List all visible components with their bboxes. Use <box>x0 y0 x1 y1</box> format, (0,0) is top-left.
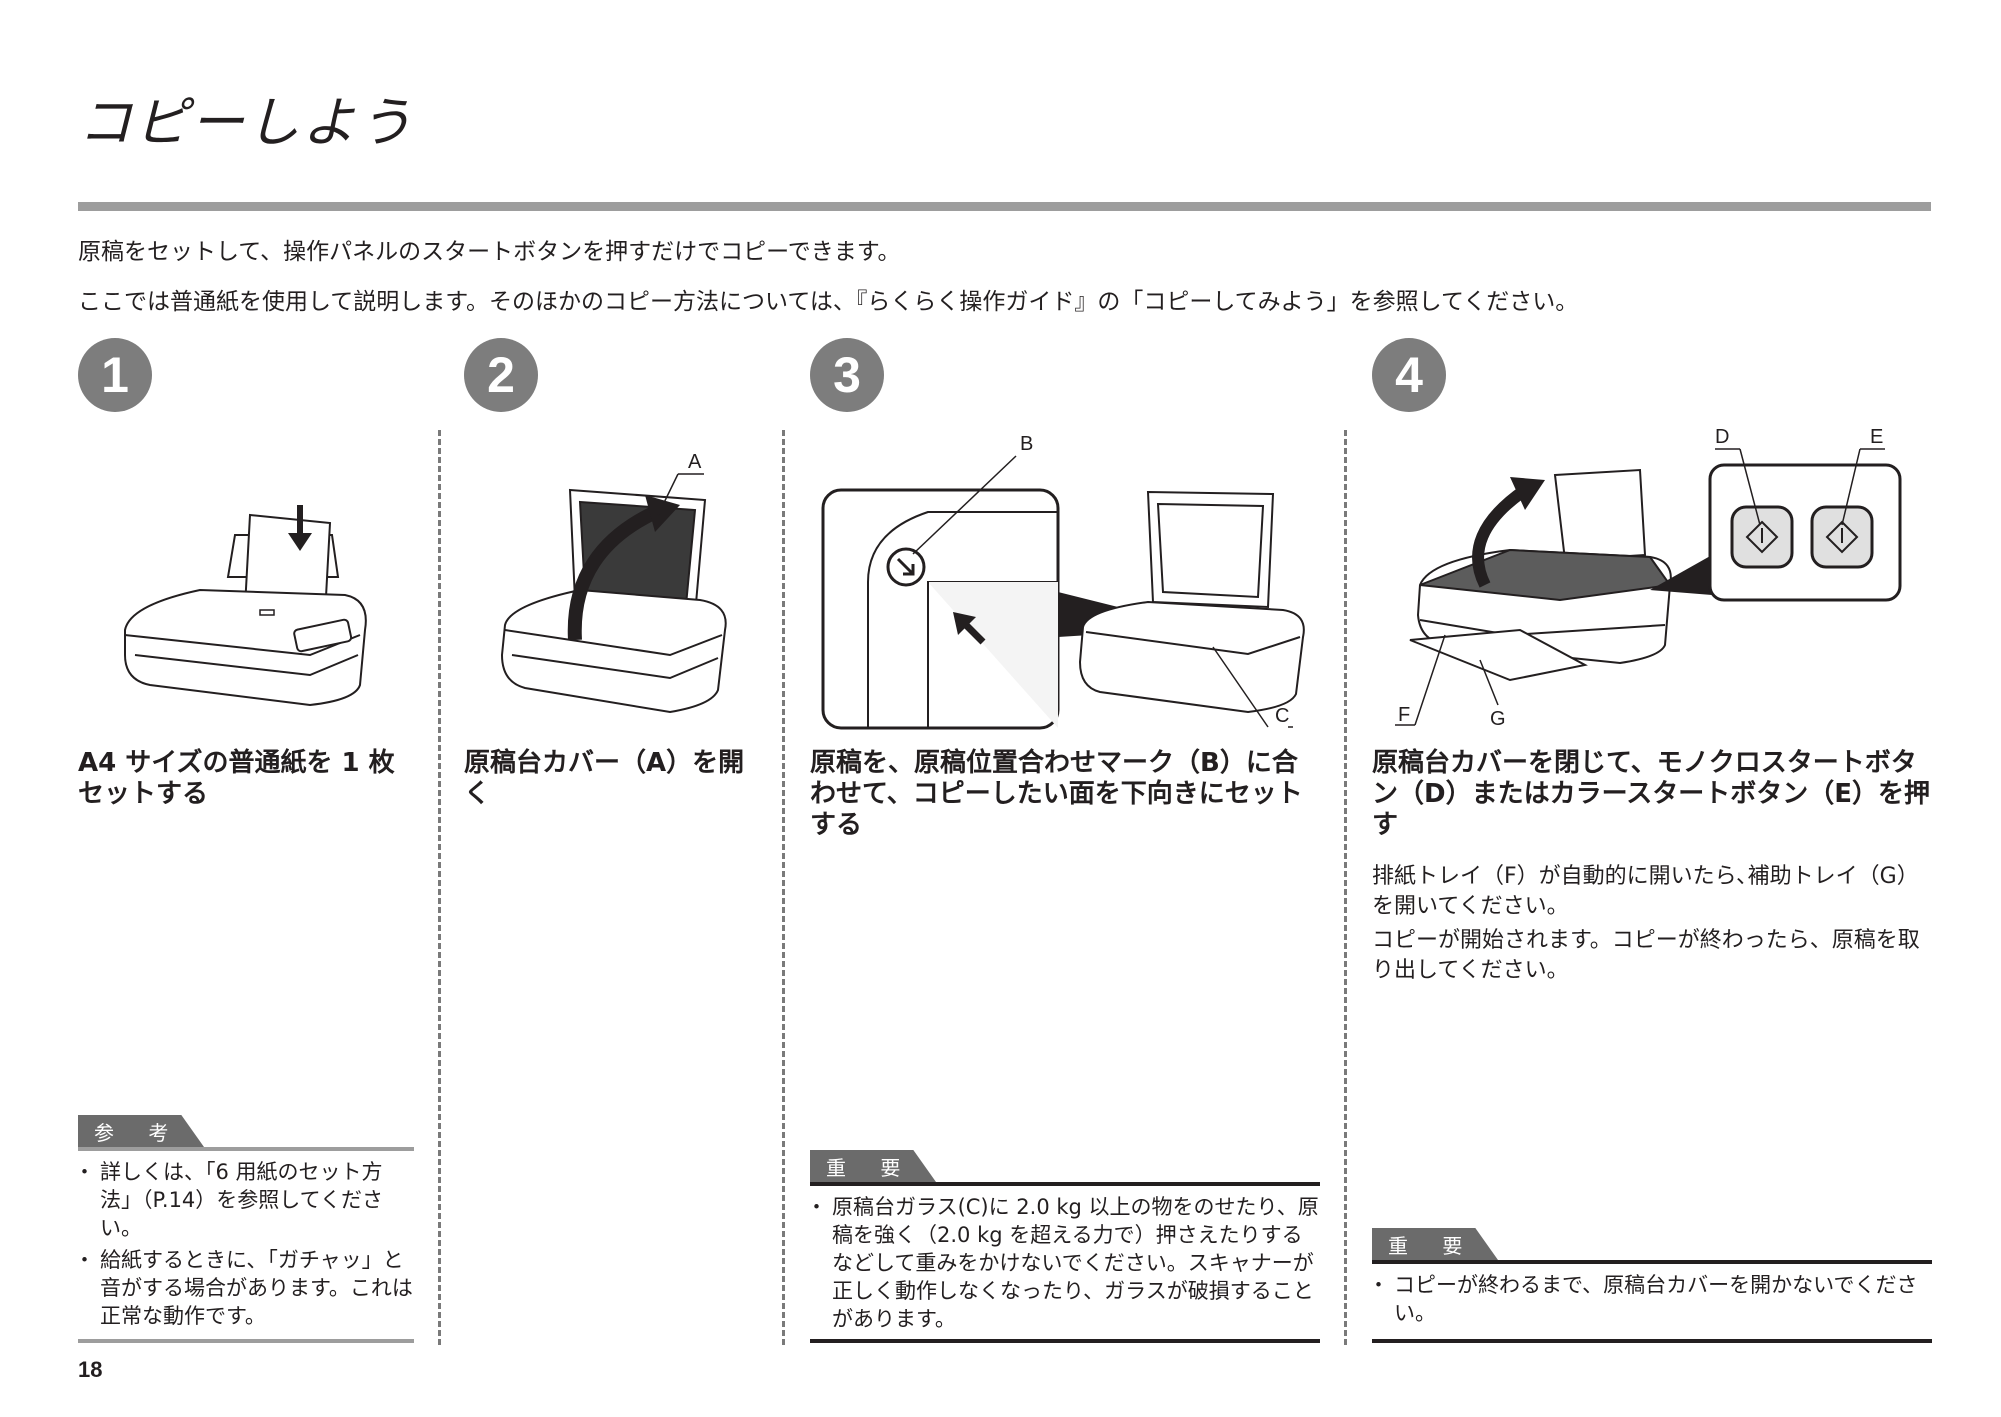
callout-e: E <box>1870 426 1883 448</box>
step-4-number: 4 <box>1372 338 1446 412</box>
note-item: 詳しくは、「6 用紙のセット方法」（P.14）を参照してください。 <box>74 1158 414 1242</box>
step-1-number: 1 <box>78 338 152 412</box>
printer-load-paper-illustration <box>124 505 367 707</box>
step-1-heading: A4 サイズの普通紙を 1 枚セットする <box>78 748 395 809</box>
step-1-note-label: 参 考 <box>78 1115 204 1147</box>
note-item: コピーが終わるまで、原稿台カバーを開かないでください。 <box>1368 1271 1932 1327</box>
step-3-note-label: 重 要 <box>810 1150 936 1182</box>
step-2-heading: 原稿台カバー（A）を開く <box>464 748 745 809</box>
note-rule <box>810 1182 1320 1186</box>
note-item: 給紙するときに、「ガチャッ」と音がする場合があります。これは正常な動作です。 <box>74 1246 414 1330</box>
place-document-illustration: B C <box>821 433 1305 730</box>
step-4-note-label: 重 要 <box>1372 1228 1498 1260</box>
callout-f: F <box>1398 704 1410 726</box>
note-rule <box>1372 1260 1932 1264</box>
callout-d: D <box>1715 426 1729 448</box>
step-3-number: 3 <box>810 338 884 412</box>
column-separator <box>782 430 785 1345</box>
note-rule <box>78 1147 414 1151</box>
step-2-number: 2 <box>464 338 538 412</box>
callout-g: G <box>1490 708 1506 730</box>
step-4-heading: 原稿台カバーを閉じて、モノクロスタートボタン（D）またはカラースタートボタン（E… <box>1372 748 1931 840</box>
step-4-body-2: コピーが開始されます。コピーが終わったら、原稿を取り出してください。 <box>1372 928 1920 983</box>
page-number: 18 <box>78 1357 103 1382</box>
title-divider <box>78 202 1931 211</box>
page-title: コピーしよう <box>78 91 414 154</box>
callout-c: C <box>1275 705 1289 727</box>
note-item: 原稿台ガラス(C)に 2.0 kg 以上の物をのせたり、原稿を強く（2.0 kg… <box>806 1193 1320 1333</box>
column-separator <box>1344 430 1347 1345</box>
note-rule <box>78 1339 414 1343</box>
printer-open-cover-illustration: A <box>500 451 727 714</box>
step-4-body-1: 排紙トレイ（F）が自動的に開いたら､補助トレイ（G）を開いてください。 <box>1372 864 1919 919</box>
intro-line-1: 原稿をセットして、操作パネルのスタートボタンを押すだけでコピーできます。 <box>78 239 901 265</box>
printer-start-copy-illustration: D E F G <box>1395 426 1902 730</box>
callout-b: B <box>1020 433 1033 455</box>
step-4-notes: コピーが終わるまで、原稿台カバーを開かないでください。 <box>1368 1271 1932 1331</box>
callout-a: A <box>688 451 702 473</box>
note-rule <box>1372 1339 1932 1343</box>
step-1-notes: 詳しくは、「6 用紙のセット方法」（P.14）を参照してください。 給紙するとき… <box>74 1158 414 1334</box>
column-separator <box>438 430 441 1345</box>
intro-line-2: ここでは普通紙を使用して説明します。そのほかのコピー方法については、『らくらく操… <box>78 289 1579 315</box>
note-rule <box>810 1339 1320 1343</box>
step-3-heading: 原稿を、原稿位置合わせマーク（B）に合わせて、コピーしたい面を下向きにセットする <box>810 748 1303 840</box>
step-3-notes: 原稿台ガラス(C)に 2.0 kg 以上の物をのせたり、原稿を強く（2.0 kg… <box>806 1193 1320 1337</box>
